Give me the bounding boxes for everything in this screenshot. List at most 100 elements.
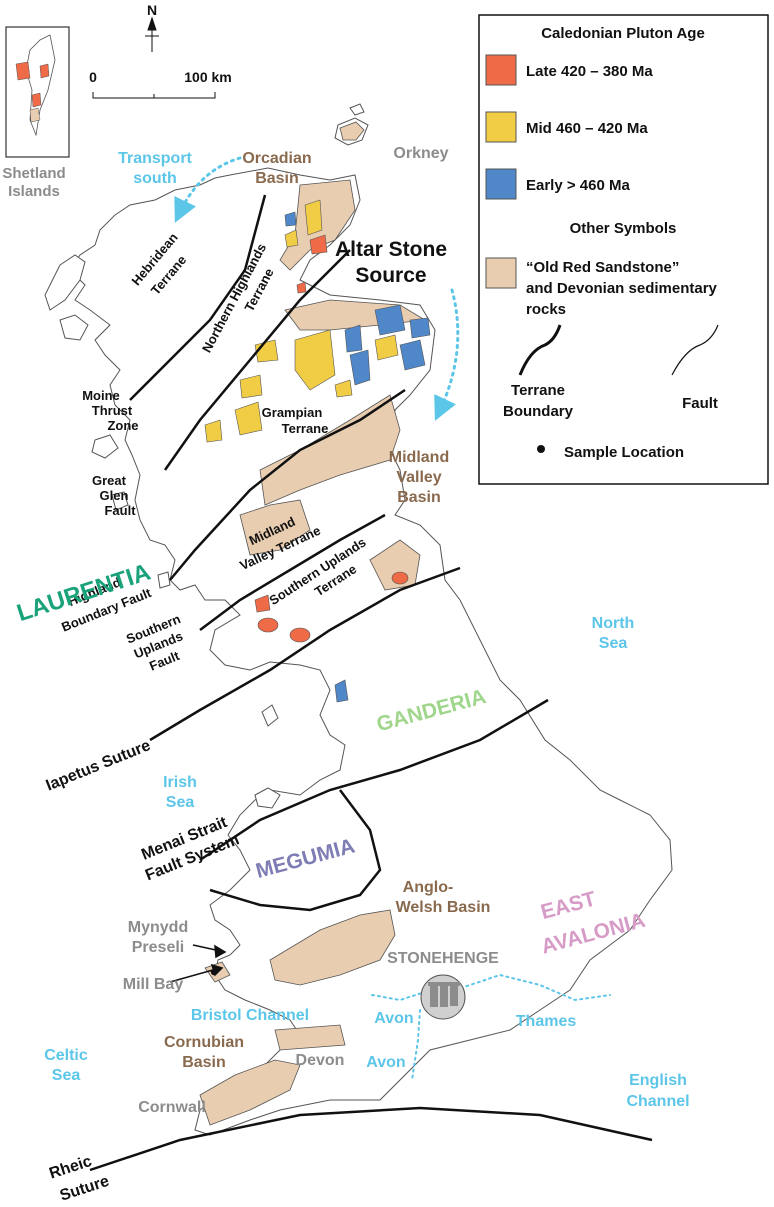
rheic-suture-line — [89, 1106, 653, 1172]
legend-fault: Fault — [682, 395, 718, 412]
shetland-inset — [5, 26, 70, 158]
midland-valley-basin-label-2: Valley — [396, 469, 441, 486]
stonehenge-symbol — [420, 974, 466, 1020]
north-label: N — [147, 2, 157, 18]
sample-arrows — [169, 944, 227, 983]
altar-stone-source-label: Altar Stone — [335, 238, 447, 261]
transport-label: Transport — [118, 150, 192, 167]
celtic-sea-label-2: Sea — [52, 1067, 81, 1084]
cornwall-label: Cornwall — [138, 1099, 206, 1116]
stonehenge-label: STONEHENGE — [387, 950, 499, 967]
great-glen-fault-line — [163, 249, 351, 471]
legend-late: Late 420 – 380 Ma — [526, 63, 653, 80]
scale-hundred: 100 km — [184, 69, 231, 85]
ors-midland-2 — [239, 499, 311, 556]
early-pluton — [399, 339, 426, 371]
southern-uplands-fault-line — [199, 513, 386, 631]
landmass — [44, 103, 673, 1136]
old-red-sandstone-areas — [199, 121, 427, 1126]
mynydd-preseli-label-2: Preseli — [132, 939, 184, 956]
north-sea-label-2: Sea — [599, 635, 628, 652]
late-plutons — [254, 234, 409, 643]
great-glen-label-3: Fault — [104, 503, 136, 518]
late-pluton — [257, 617, 279, 633]
arran — [157, 571, 171, 589]
shetland-label: Shetland — [2, 165, 65, 182]
avon-label-2: Avon — [366, 1054, 405, 1071]
mull — [91, 434, 119, 459]
legend — [478, 14, 769, 485]
shetland-ors — [29, 107, 41, 123]
mid-pluton — [234, 401, 263, 436]
english-channel-label: English — [629, 1072, 687, 1089]
mynydd-preseli-label: Mynydd — [128, 919, 188, 936]
late-pluton — [296, 281, 307, 294]
orkney-label: Orkney — [393, 145, 448, 162]
legend-ors: “Old Red Sandstone” — [526, 259, 679, 276]
mid-plutons — [204, 199, 399, 443]
legend-sample: Sample Location — [564, 444, 684, 461]
plutons — [204, 199, 431, 703]
altar-stone-source-label-2: Source — [355, 264, 426, 287]
isle-of-man — [261, 704, 279, 727]
late-pluton — [309, 234, 328, 255]
bristol-channel-label: Bristol Channel — [191, 1007, 309, 1024]
ors-cornwall — [199, 1059, 301, 1126]
great-glen-label: Great — [92, 473, 127, 488]
late-pluton — [254, 594, 271, 613]
great-britain-outline — [69, 167, 673, 1136]
legend-fault-symbol — [671, 324, 719, 376]
sample-location-dot — [210, 968, 218, 976]
mid-pluton — [284, 229, 299, 248]
early-pluton — [284, 211, 297, 227]
early-pluton — [334, 679, 349, 703]
devon-label: Devon — [296, 1052, 345, 1069]
anglesey — [254, 787, 281, 809]
celtic-sea-label: Celtic — [44, 1047, 88, 1064]
shetland-pluton — [15, 61, 31, 81]
transport-label-2: south — [133, 170, 177, 187]
north-sea-label: North — [592, 615, 635, 632]
western-isles — [44, 254, 86, 311]
megumia-boundary-line — [209, 789, 382, 912]
mid-pluton — [374, 334, 399, 361]
moine-thrust-line — [129, 194, 267, 401]
early-pluton — [409, 317, 431, 339]
skye — [59, 314, 89, 341]
legend-swatch-mid — [485, 111, 517, 143]
midland-valley-basin-label-3: Basin — [397, 489, 441, 506]
scale-bar — [92, 92, 216, 99]
orkney-islands-2 — [349, 103, 365, 116]
early-pluton — [349, 349, 371, 386]
avon-label: Avon — [374, 1010, 413, 1027]
ors-orkney — [339, 121, 365, 141]
irish-sea-label-2: Sea — [166, 794, 195, 811]
moine-label-2: Thrust — [92, 403, 133, 418]
legend-mid: Mid 460 – 420 Ma — [526, 120, 648, 137]
legend-terrane-symbol — [518, 324, 562, 376]
legend-other-title: Other Symbols — [570, 220, 677, 237]
orcadian-basin-label-2: Basin — [255, 170, 299, 187]
iapetus-suture-line — [149, 566, 461, 742]
terrane-boundaries — [89, 194, 653, 1172]
moine-label-3: Zone — [107, 418, 138, 433]
legend-swatch-early — [485, 168, 517, 200]
cornubian-basin-label: Cornubian — [164, 1034, 244, 1051]
mid-pluton — [294, 329, 336, 391]
river-avon-south — [411, 1009, 421, 1081]
legend-ors-3: rocks — [526, 301, 566, 318]
ors-anglo-welsh — [269, 909, 396, 986]
early-pluton — [374, 304, 406, 336]
transport-arrows — [174, 156, 460, 421]
legend-terrane: Terrane — [511, 382, 565, 399]
north-arrow — [145, 16, 159, 52]
legend-swatch-late — [485, 54, 517, 86]
midland-valley-basin-label: Midland — [389, 449, 449, 466]
shetland-label-2: Islands — [8, 183, 60, 200]
late-pluton — [289, 627, 311, 643]
legend-early: Early > 460 Ma — [526, 177, 630, 194]
grampian-label-2: Terrane — [282, 421, 329, 436]
legend-title: Caledonian Pluton Age — [541, 25, 705, 42]
